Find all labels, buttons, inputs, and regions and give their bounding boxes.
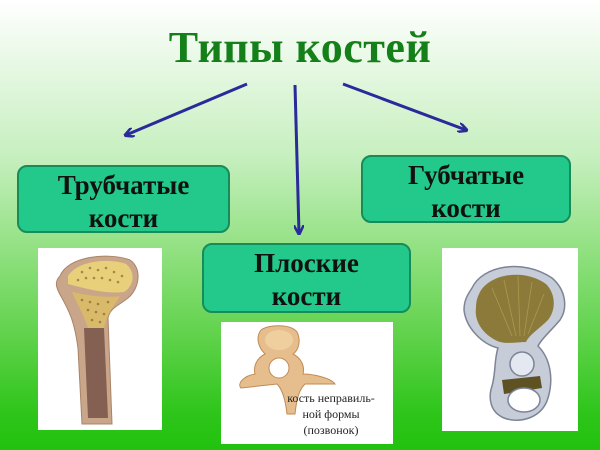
tubular-bones-box: Трубчатые кости	[17, 165, 230, 233]
box-label-line1: Губчатые	[407, 160, 525, 190]
box-label-line2: кости	[271, 281, 342, 311]
box-label-line2: кости	[88, 203, 159, 233]
arrow-center	[293, 84, 299, 233]
arrow-left	[126, 82, 248, 135]
vertebra-caption: кость неправиль- ной формы (позвонок)	[269, 390, 393, 438]
vertebra-icon	[239, 325, 336, 415]
box-label-line1: Плоские	[254, 248, 359, 278]
diagram-title: Типы костей	[168, 23, 432, 72]
caption-line1: кость неправиль-	[287, 391, 375, 405]
caption-line3: (позвонок)	[303, 423, 359, 437]
vertebra-image: кость неправиль- ной формы (позвонок)	[221, 322, 393, 444]
long-bone-icon	[55, 255, 139, 425]
long-bone-image	[38, 248, 162, 430]
pelvic-bone-icon	[463, 265, 566, 421]
pelvic-bone-image	[442, 248, 578, 431]
box-label-line2: кости	[431, 193, 501, 223]
box-label-line1: Трубчатые	[57, 170, 190, 200]
flat-bones-box: Плоские кости	[202, 243, 411, 313]
arrow-right	[342, 82, 466, 130]
caption-line2: ной формы	[302, 407, 360, 421]
spongy-bones-box: Губчатые кости	[361, 155, 571, 223]
